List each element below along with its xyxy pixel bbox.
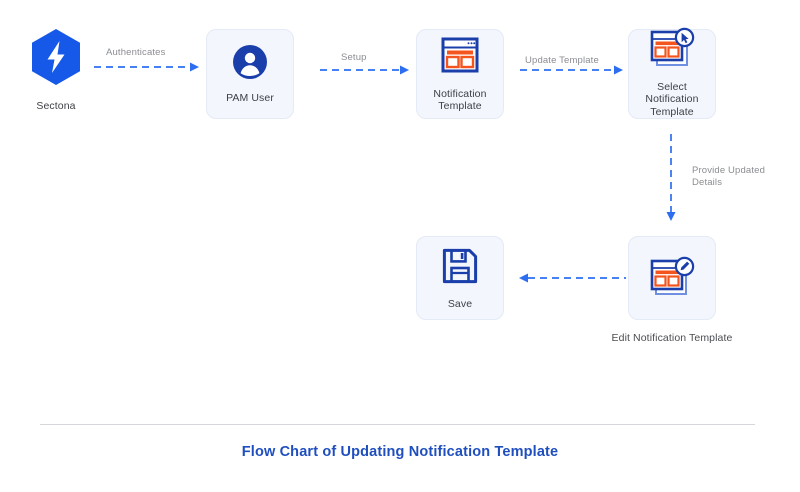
window-template-cursor-icon bbox=[647, 27, 697, 74]
window-template-pencil-icon bbox=[647, 254, 697, 303]
floppy-disk-save-icon bbox=[440, 246, 480, 291]
footer-divider bbox=[40, 424, 755, 425]
connector-label-provide-updated-details: Provide Updated Details bbox=[692, 165, 766, 188]
node-save[interactable]: Save bbox=[416, 236, 504, 320]
node-select-notification-template[interactable]: Select Notification Template bbox=[628, 27, 716, 119]
connector-arrow-provide-updated-details bbox=[666, 134, 676, 221]
connector-arrow-authenticates bbox=[94, 62, 199, 72]
connector-label-setup: Setup bbox=[341, 52, 367, 63]
user-avatar-icon bbox=[232, 44, 268, 85]
window-template-icon bbox=[438, 36, 482, 81]
connector-label-update-template: Update Template bbox=[525, 55, 599, 66]
node-sectona[interactable]: Sectona bbox=[24, 28, 88, 113]
connector-label-authenticates: Authenticates bbox=[106, 47, 166, 58]
chart-title: Flow Chart of Updating Notification Temp… bbox=[241, 444, 559, 460]
node-pam-user[interactable]: PAM User bbox=[206, 29, 294, 119]
connector-arrow-setup bbox=[320, 65, 409, 75]
node-label-select-notification-template: Select Notification Template bbox=[645, 80, 699, 118]
node-label-edit-notification-template: Edit Notification Template bbox=[611, 332, 733, 344]
node-label-pam-user: PAM User bbox=[226, 91, 274, 104]
node-notification-template[interactable]: Notification Template bbox=[416, 29, 504, 119]
connector-arrow-update-template bbox=[520, 65, 623, 75]
node-label-sectona: Sectona bbox=[36, 100, 76, 112]
node-label-notification-template: Notification Template bbox=[433, 87, 487, 113]
lightning-bolt-hexagon-icon bbox=[30, 28, 82, 91]
node-label-save: Save bbox=[447, 297, 473, 310]
connector-arrow-edit-to-save bbox=[519, 273, 626, 283]
node-edit-notification-template[interactable] bbox=[628, 236, 716, 320]
